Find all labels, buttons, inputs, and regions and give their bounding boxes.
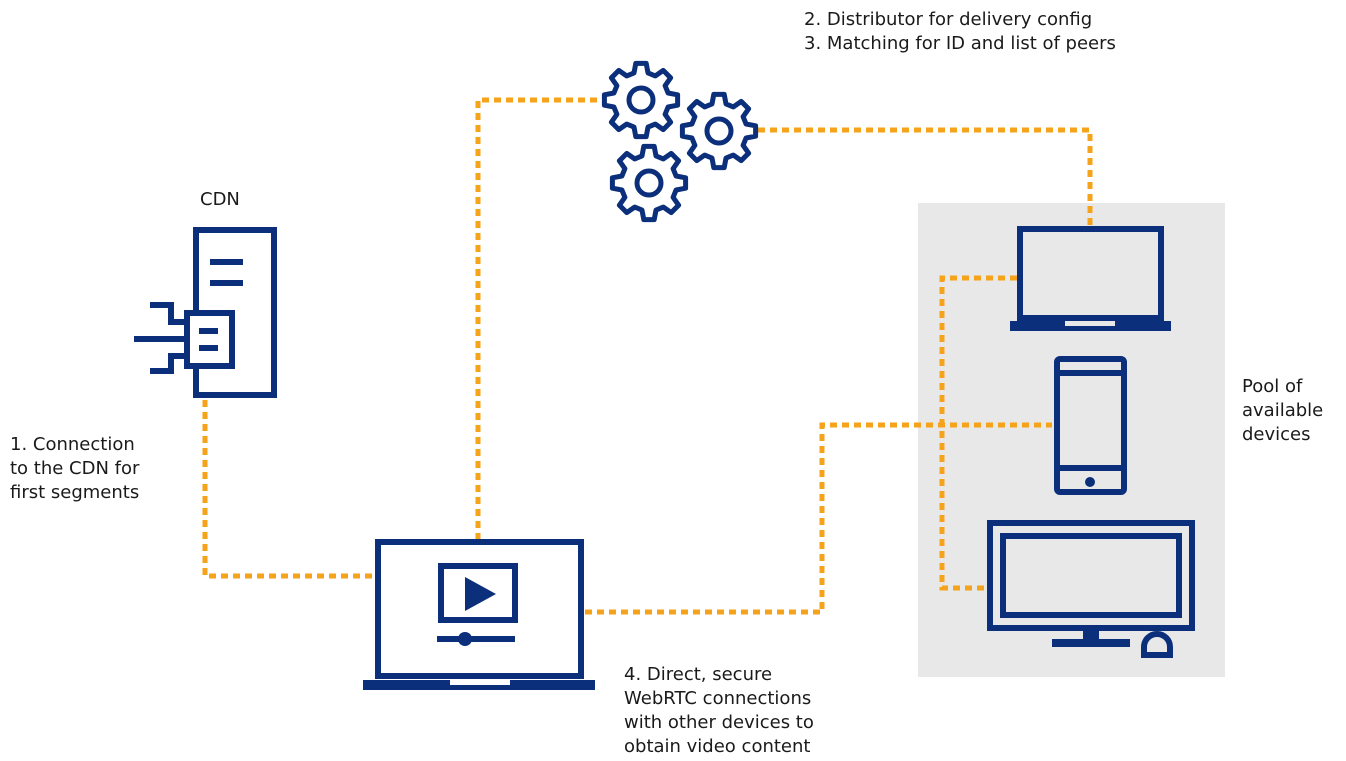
step3-text: 3. Matching for ID and list of peers [804, 33, 1116, 54]
gear-icon [609, 143, 689, 223]
step1-line-3: first segments [10, 482, 140, 503]
connection-lines [202, 97, 1093, 615]
step4-line-2: WebRTC connections [624, 688, 812, 709]
step4-line-1: 4. Direct, secure [624, 664, 773, 685]
gear-icon [679, 91, 759, 171]
step4-line-4: obtain video content [624, 736, 811, 757]
device-pool-background [918, 203, 1225, 677]
step2-text: 2. Distributor for delivery config [804, 9, 1093, 30]
cdn-to-laptop-connection [202, 400, 372, 579]
laptop-icon [363, 539, 595, 690]
desktop-monitor-icon [987, 520, 1195, 647]
laptop-to-phone-connection [585, 422, 1052, 615]
pool-laptop-icon [1010, 226, 1171, 331]
pool-line-2: available [1242, 400, 1324, 421]
cdn-label: CDN [200, 189, 240, 210]
gear-icon [601, 60, 681, 140]
smartphone-icon [1054, 356, 1127, 495]
step4-line-3: with other devices to [624, 712, 814, 733]
play-icon [465, 577, 496, 611]
pool-label: Pool of available devices [1242, 375, 1323, 447]
gears-group [601, 60, 759, 223]
step1-label: 1. Connection to the CDN for first segme… [10, 433, 139, 505]
mouse-icon [1141, 631, 1173, 658]
step4-label: 4. Direct, secure WebRTC connections wit… [624, 663, 814, 759]
pool-line-3: devices [1242, 424, 1311, 445]
pool-line-1: Pool of [1242, 376, 1303, 397]
step1-line-1: 1. Connection [10, 434, 135, 455]
plug-icon [134, 302, 235, 374]
laptop-to-gears-connection [475, 97, 600, 540]
gears-to-laptop-device-connection [758, 127, 1093, 226]
step1-line-2: to the CDN for [10, 458, 140, 479]
steps-2-3-label: 2. Distributor for delivery config 3. Ma… [804, 8, 1116, 56]
pool-internal-connection [939, 275, 1017, 591]
video-player-icon [437, 563, 518, 646]
